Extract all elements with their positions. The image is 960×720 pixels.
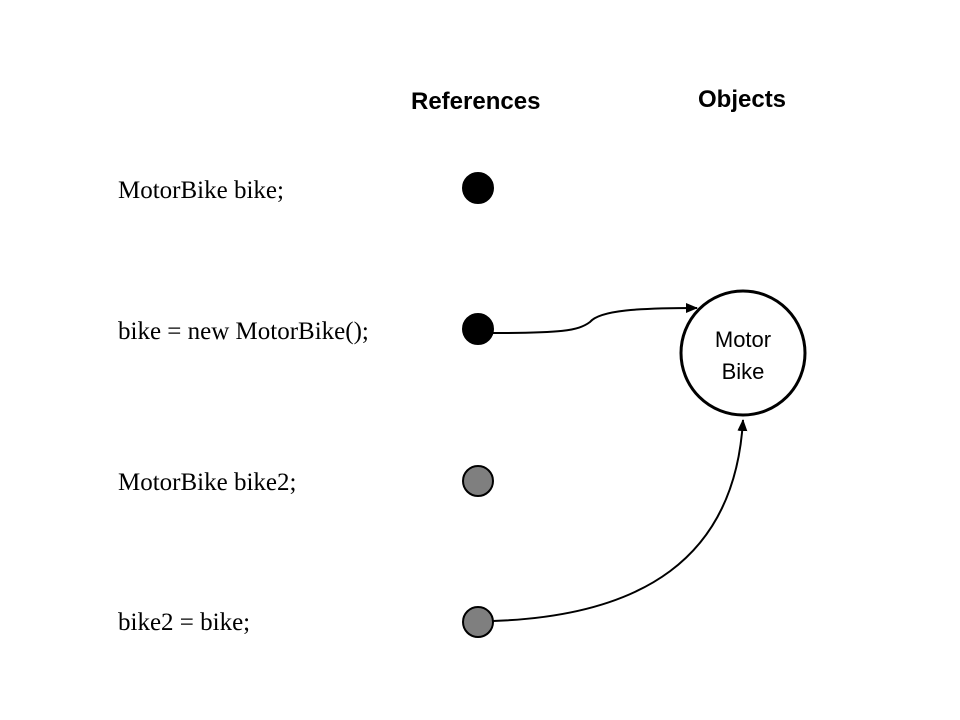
statement-assign-new-bike: bike = new MotorBike(); xyxy=(118,318,369,345)
motorbike-object-circle xyxy=(679,289,807,417)
reference-dot-bike xyxy=(462,172,494,204)
reference-dot-bike2 xyxy=(462,465,494,497)
statement-declare-bike: MotorBike bike; xyxy=(118,177,284,204)
statement-assign-bike2: bike2 = bike; xyxy=(118,609,250,636)
statement-declare-bike2: MotorBike bike2; xyxy=(118,469,296,496)
arrow-bike-to-object xyxy=(492,303,698,334)
object-label-line2: Bike xyxy=(722,359,765,384)
arrow-bike2-to-object xyxy=(492,419,748,622)
object-label-line1: Motor xyxy=(715,327,771,352)
reference-dot-bike2-assigned xyxy=(462,606,494,638)
reference-dot-bike-assigned xyxy=(462,313,494,345)
references-header: References xyxy=(411,88,540,115)
objects-header: Objects xyxy=(698,86,786,113)
